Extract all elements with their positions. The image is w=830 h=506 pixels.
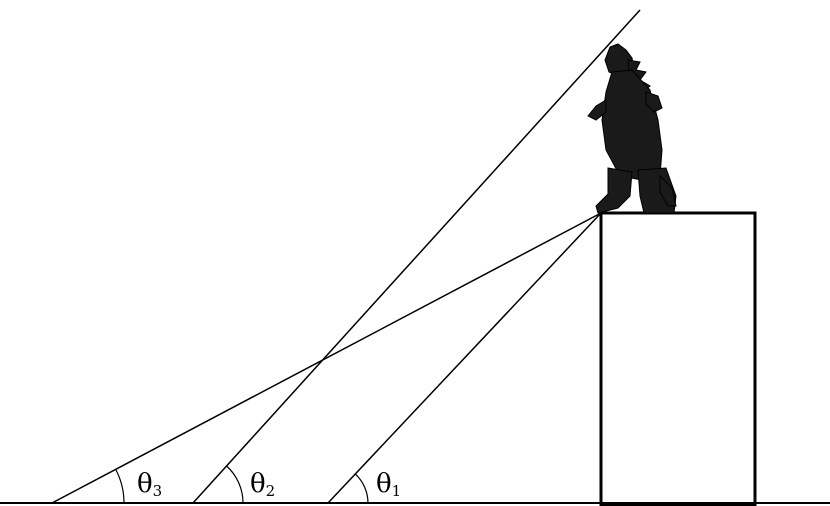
sight-line-2: [192, 9, 641, 504]
angle-label-1: θ1: [376, 469, 401, 500]
angle-label-2: θ2: [250, 469, 275, 500]
angle-arc-3: [115, 469, 125, 504]
angle-arc-1: [354, 473, 369, 504]
sight-line-1: [327, 212, 602, 504]
sight-line-3: [51, 212, 602, 504]
building: [599, 211, 757, 506]
angle-arc-2: [226, 465, 244, 504]
angle-label-3: θ3: [137, 469, 162, 500]
godzilla-figure: [587, 43, 677, 214]
